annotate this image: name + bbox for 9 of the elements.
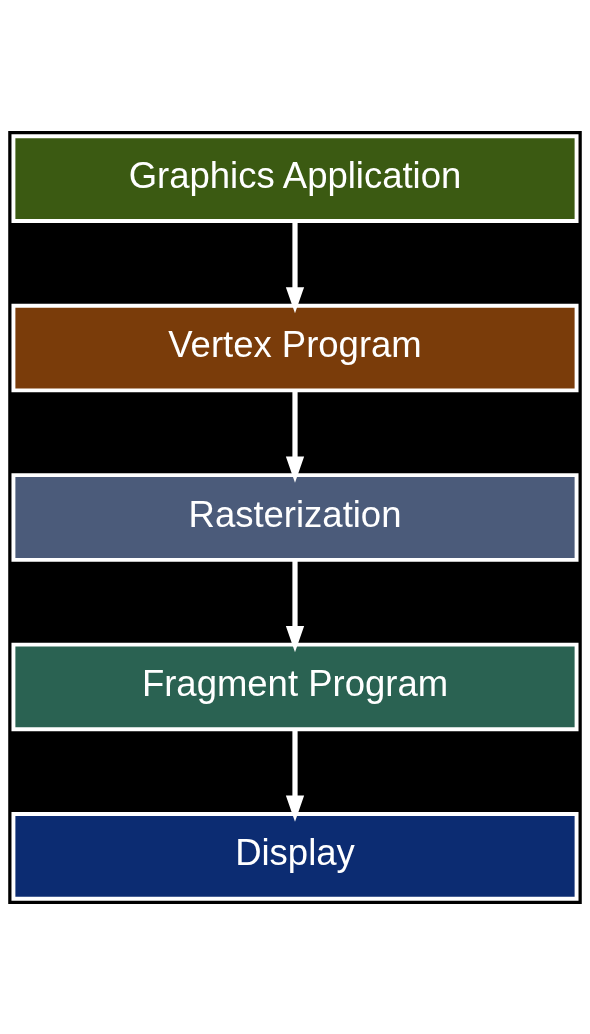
node-box: Graphics Application [11,133,579,223]
arrow [285,390,305,483]
node-box: Rasterization [11,472,579,562]
arrow [285,729,305,822]
node-box: Vertex Program [11,303,579,392]
node-box: Fragment Program [11,642,579,731]
node-box: Display [11,811,579,901]
arrow [285,559,305,652]
arrow [285,220,305,313]
